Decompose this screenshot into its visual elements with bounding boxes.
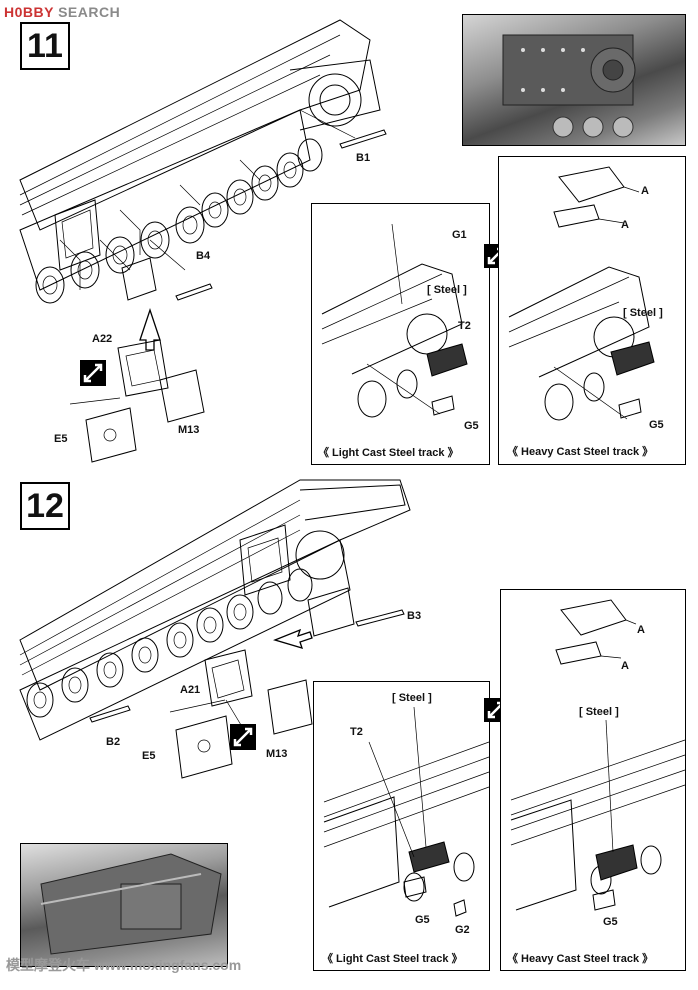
part-label-a21: A21 — [180, 684, 201, 696]
part-label-t2: T2 — [458, 320, 471, 332]
step-number-box: 11 — [20, 22, 70, 70]
heavy-track-panel-step12: A A [ Steel ] G5 《 Heavy Cast Steel trac… — [500, 589, 686, 971]
heavy-track-panel-step11: A A [ Steel ] G5 《 Heavy Cast Steel trac… — [498, 156, 686, 465]
steel-label: [ Steel ] — [392, 692, 432, 704]
part-label-e5: E5 — [142, 750, 156, 762]
part-label-a-bottom: A — [621, 219, 629, 231]
part-label-b2: B2 — [106, 736, 121, 748]
part-label-a-top: A — [641, 185, 649, 197]
step-number: 11 — [27, 27, 63, 65]
part-label-g2: G2 — [455, 924, 470, 936]
part-label-g5: G5 — [603, 916, 618, 928]
steel-label: [ Steel ] — [427, 284, 467, 296]
part-label-g5: G5 — [415, 914, 430, 926]
part-label-b1: B1 — [356, 152, 371, 164]
heavy-track-caption: 《 Heavy Cast Steel track 》 — [507, 446, 654, 458]
part-label-a-top: A — [637, 624, 645, 636]
site-watermark: 模型摩登火车 www.moxingfans.com — [6, 957, 242, 973]
logo-search-text: SEARCH — [58, 4, 121, 20]
alternate-icon — [230, 724, 256, 750]
step-number-box: 12 — [20, 482, 70, 530]
steel-label: [ Steel ] — [579, 706, 619, 718]
step-number: 12 — [26, 487, 64, 525]
light-track-panel-step11: G1 [ Steel ] T2 G5 《 Light Cast Steel tr… — [311, 203, 490, 465]
part-label-g5: G5 — [464, 420, 479, 432]
part-label-e5: E5 — [54, 433, 68, 445]
alternate-icon — [80, 360, 106, 386]
part-label-g5: G5 — [649, 419, 664, 431]
part-label-m13: M13 — [178, 424, 200, 436]
reference-photo-step11 — [462, 14, 686, 146]
part-label-b3: B3 — [407, 610, 422, 622]
part-label-m13: M13 — [266, 748, 288, 760]
part-label-b4: B4 — [196, 250, 211, 262]
part-label-g1: G1 — [452, 229, 467, 241]
heavy-track-caption: 《 Heavy Cast Steel track 》 — [507, 953, 654, 965]
part-label-a-bottom: A — [621, 660, 629, 672]
logo-hobby-text: H0BBY — [4, 4, 54, 20]
light-track-caption: 《 Light Cast Steel track 》 — [322, 953, 463, 965]
steel-label: [ Steel ] — [623, 307, 663, 319]
part-label-t2: T2 — [350, 726, 363, 738]
reference-photo-step12 — [20, 843, 228, 967]
hobbysearch-logo: H0BBY SEARCH — [4, 4, 120, 20]
light-track-caption: 《 Light Cast Steel track 》 — [318, 447, 459, 459]
light-track-panel-step12: [ Steel ] T2 G5 G2 《 Light Cast Steel tr… — [313, 681, 490, 971]
part-label-a22: A22 — [92, 333, 113, 345]
